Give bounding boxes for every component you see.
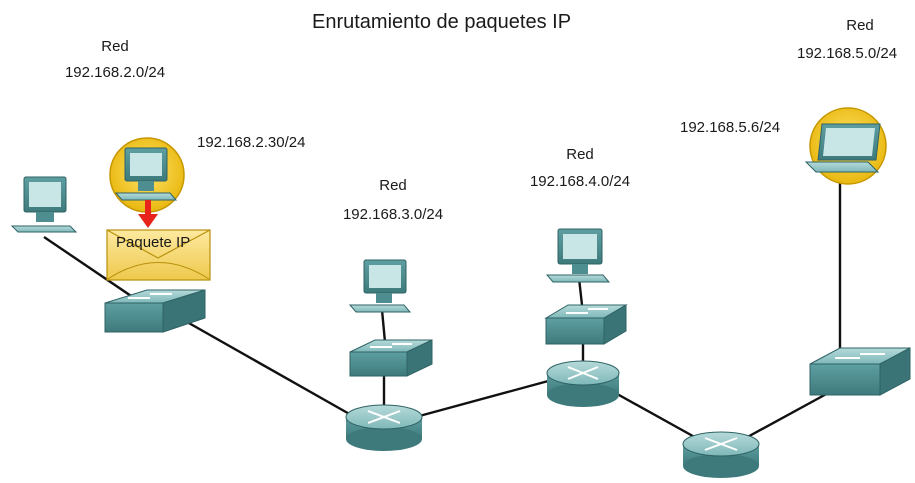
network-label-1: Red bbox=[101, 38, 129, 55]
destination-host-ip: 192.168.5.6/24 bbox=[680, 119, 781, 136]
pc-network3-icon[interactable] bbox=[348, 259, 412, 313]
diagram-title: Enrutamiento de paquetes IP bbox=[312, 11, 572, 33]
switch-3-icon[interactable] bbox=[544, 304, 628, 345]
router-3-icon[interactable] bbox=[682, 431, 760, 478]
source-host-ip: 192.168.2.30/24 bbox=[197, 134, 306, 151]
network-address-2: 192.168.3.0/24 bbox=[342, 206, 444, 223]
switch-2-icon[interactable] bbox=[349, 339, 433, 377]
network-address-3: 192.168.4.0/24 bbox=[529, 173, 631, 190]
link-pc2-switch2 bbox=[380, 309, 387, 343]
switch-4-icon[interactable] bbox=[809, 347, 911, 396]
destination-laptop-icon[interactable] bbox=[804, 107, 887, 185]
switch-1-icon[interactable] bbox=[104, 289, 206, 333]
ip-packet-envelope-icon bbox=[106, 229, 211, 281]
link-router1-router2 bbox=[411, 378, 553, 420]
down-arrow-icon bbox=[138, 200, 158, 228]
link-switch1-router1 bbox=[179, 316, 361, 422]
network-address-1: 192.168.2.0/24 bbox=[64, 64, 166, 81]
pc-network4-icon[interactable] bbox=[545, 228, 611, 283]
network-label-4: Red bbox=[846, 17, 874, 34]
network-label-2: Red bbox=[379, 177, 407, 194]
packet-label: Paquete IP bbox=[116, 234, 191, 251]
network-address-4: 192.168.5.0/24 bbox=[797, 45, 898, 62]
router-2-icon[interactable] bbox=[546, 360, 620, 407]
link-pc-left-switch1 bbox=[43, 236, 141, 303]
link-router2-router3 bbox=[609, 388, 701, 442]
router-1-icon[interactable] bbox=[345, 404, 423, 451]
pc-left-icon[interactable] bbox=[10, 176, 78, 233]
network-label-3: Red bbox=[566, 146, 594, 163]
link-router3-switch4 bbox=[741, 390, 831, 442]
